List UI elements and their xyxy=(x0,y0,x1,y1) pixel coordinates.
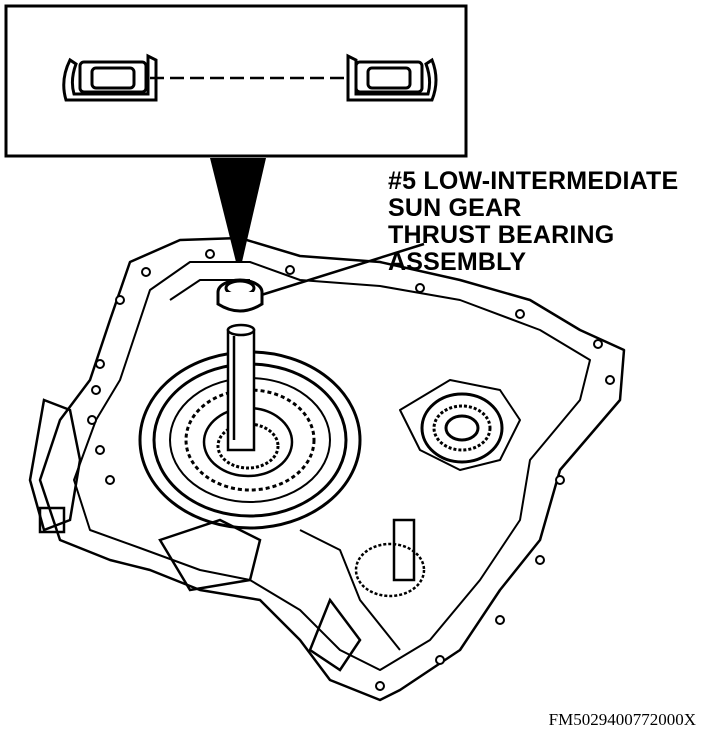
case-bolt-holes xyxy=(87,249,615,691)
inset-frame xyxy=(4,4,468,158)
inset-detail xyxy=(4,4,468,158)
figure-id: FM5029400772000X xyxy=(548,710,696,729)
callout-line-3: THRUST BEARING xyxy=(388,221,615,249)
main-shaft xyxy=(226,323,256,452)
inset-bearing-left xyxy=(62,53,158,102)
pointer-cone xyxy=(210,158,266,262)
inset-bearing-right xyxy=(346,53,438,102)
differential-bearing xyxy=(420,392,504,464)
lower-gear xyxy=(308,518,426,672)
callout-line-1: #5 LOW-INTERMEDIATE xyxy=(388,167,679,195)
leader-line xyxy=(257,242,425,298)
thrust-bearing xyxy=(216,278,264,313)
callout-line-4: ASSEMBLY xyxy=(388,248,527,276)
callout-line-2: SUN GEAR xyxy=(388,194,522,222)
callout-label: #5 LOW-INTERMEDIATE SUN GEAR THRUST BEAR… xyxy=(388,168,678,276)
left-bracket xyxy=(28,398,262,592)
transaxle-case xyxy=(38,236,626,702)
